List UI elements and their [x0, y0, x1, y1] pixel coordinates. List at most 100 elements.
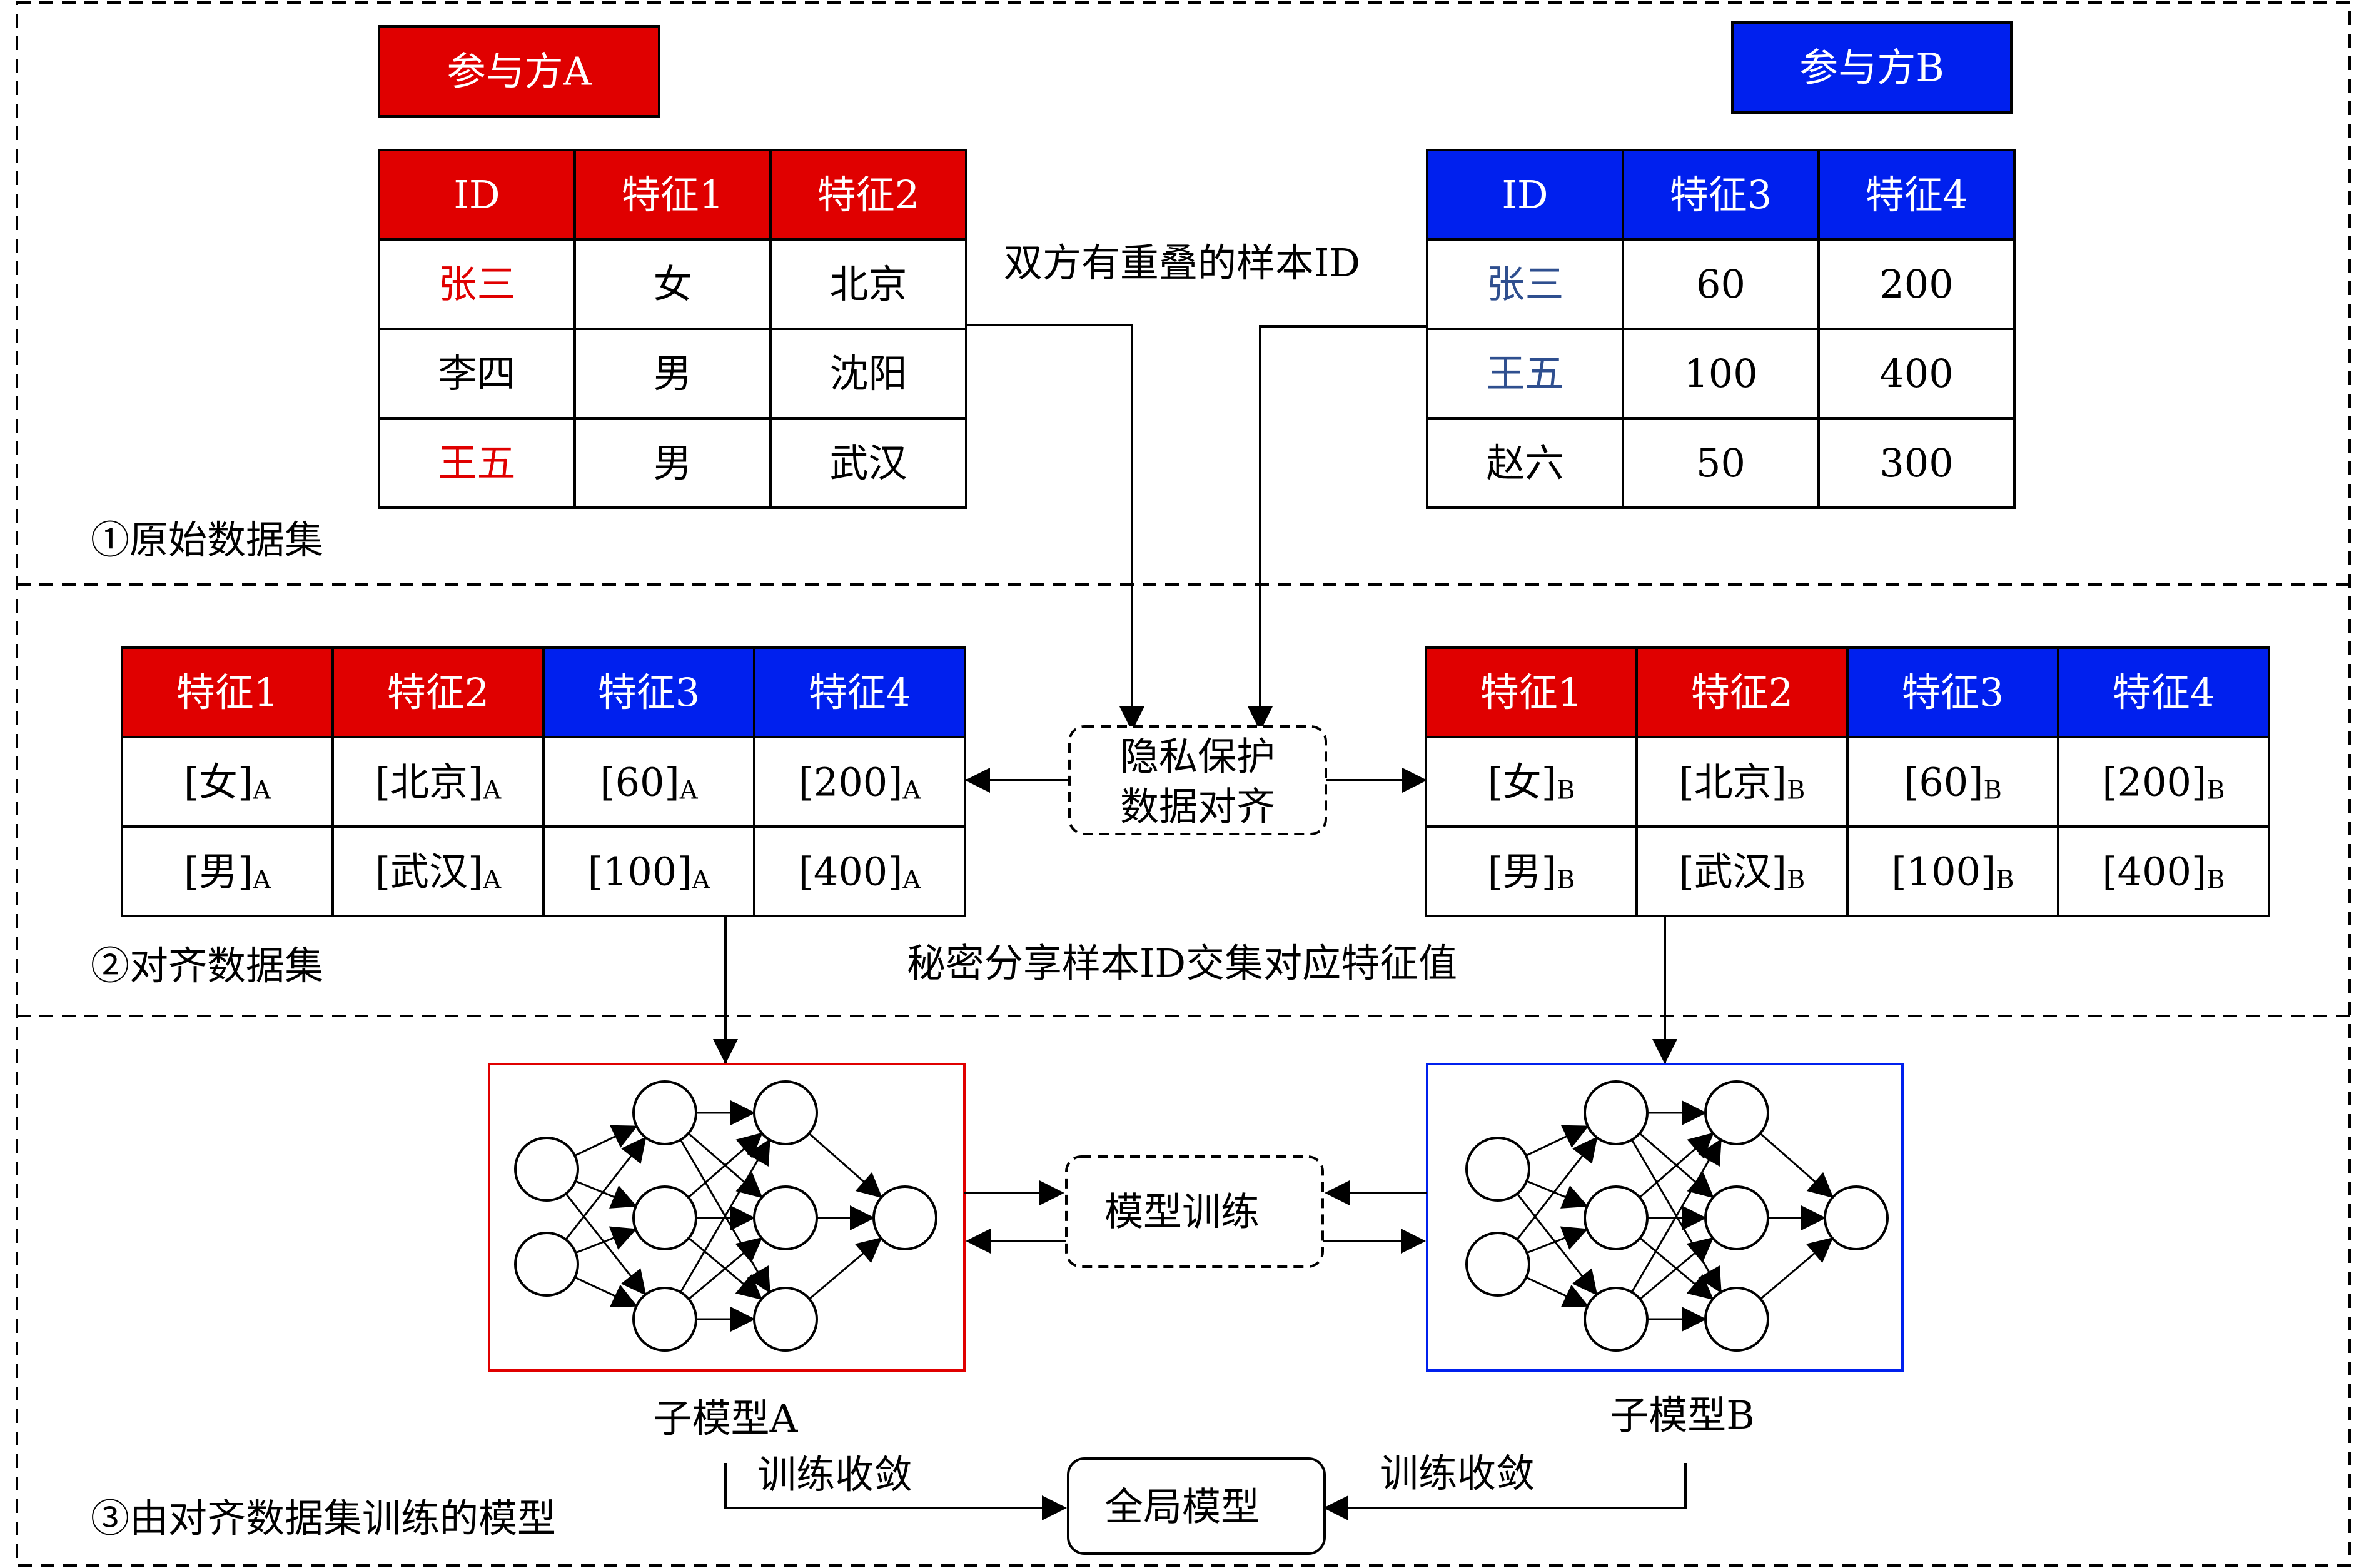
global-model-box: 全局模型	[1067, 1457, 1326, 1555]
table-cell	[1425, 825, 1638, 917]
share-value: 男	[199, 848, 238, 894]
feature-value: 男	[653, 351, 692, 396]
bracket-close: ]	[1542, 848, 1557, 894]
arrow-submodel-b-to-global	[1323, 1463, 1687, 1520]
share-subscript: A	[691, 866, 710, 895]
table-cell	[2057, 825, 2270, 917]
share-subscript: B	[2206, 866, 2225, 895]
share-subscript: B	[1983, 776, 2001, 805]
sample-id: 王五	[1486, 351, 1563, 396]
sample-id: 张三	[1486, 261, 1563, 307]
header-cell	[121, 646, 334, 738]
feature-value: 沈阳	[829, 351, 907, 396]
bracket-open: [	[600, 759, 615, 805]
nn-connection	[1516, 1136, 1598, 1240]
bracket-open: [	[1891, 848, 1906, 894]
bracket-close: ]	[677, 848, 692, 894]
share-subscript: A	[679, 776, 699, 805]
header-cell	[378, 149, 576, 241]
feature-value: 女	[653, 261, 692, 307]
submodel-b-network	[1465, 1080, 1889, 1352]
secret-share-value: [女]B	[1488, 759, 1575, 805]
header-label: ID	[1502, 172, 1548, 218]
share-value: 武汉	[1694, 848, 1772, 894]
submodel-b-label: 子模型B	[1610, 1392, 1755, 1438]
secret-share-note: 秘密分享样本ID交集对应特征值	[907, 940, 1457, 986]
share-subscript: B	[1787, 776, 1805, 805]
table-cell	[1817, 417, 2016, 509]
feature-value: 武汉	[829, 440, 907, 486]
table-cell	[1426, 238, 1624, 330]
nn-node	[632, 1185, 697, 1250]
share-value: 200	[2118, 759, 2191, 805]
header-label: 特征3	[1902, 670, 2004, 715]
section-1-label: ①原始数据集	[91, 517, 323, 563]
share-value: 北京	[390, 759, 468, 805]
nn-connection	[688, 1237, 763, 1300]
secret-share-value: [武汉]B	[1679, 848, 1806, 895]
header-cell	[1846, 646, 2059, 738]
section-3-label: ③由对齐数据集训练的模型	[91, 1495, 556, 1541]
nn-node	[1465, 1137, 1530, 1202]
table-cell	[542, 825, 755, 917]
table-cell	[1817, 238, 2016, 330]
party-a-label: 参与方A	[447, 49, 592, 94]
bracket-close: ]	[2191, 759, 2206, 805]
nn-node	[632, 1287, 697, 1352]
party-a-badge-bg	[378, 25, 660, 118]
share-subscript: B	[1996, 866, 2014, 895]
feature-value: 60	[1696, 261, 1745, 307]
share-subscript: A	[482, 866, 502, 895]
table-cell	[378, 417, 576, 509]
bracket-open: [	[2102, 759, 2117, 805]
nn-connection	[1525, 1276, 1589, 1307]
table-cell	[1622, 328, 1820, 420]
nn-node	[1584, 1287, 1649, 1352]
party-a-badge: 参与方A	[378, 25, 660, 118]
party-b-badge: 参与方B	[1731, 21, 2013, 114]
share-value: 100	[1907, 848, 1981, 894]
header-cell	[769, 149, 967, 241]
header-cell	[1426, 149, 1624, 241]
bracket-close: ]	[1772, 848, 1787, 894]
bracket-open: [	[375, 759, 390, 805]
nn-connection	[1759, 1132, 1834, 1199]
nn-connection	[1527, 1226, 1589, 1254]
converge-right-label: 训练收敛	[1380, 1450, 1535, 1496]
nn-node	[753, 1080, 818, 1145]
submodel-a-network	[514, 1080, 937, 1352]
nn-connection	[575, 1226, 637, 1254]
header-label: 特征3	[598, 670, 700, 715]
nn-connection	[1525, 1125, 1589, 1157]
header-label: 特征1	[622, 172, 724, 218]
overlap-note: 双方有重叠的样本ID	[1004, 240, 1360, 286]
header-cell	[1622, 149, 1820, 241]
share-value: 北京	[1694, 759, 1772, 805]
nn-node	[753, 1287, 818, 1352]
nn-connection	[1760, 1237, 1834, 1300]
secret-share-value: [女]A	[184, 759, 271, 805]
secret-share-value: [100]A	[588, 848, 711, 895]
bracket-close: ]	[1542, 759, 1557, 805]
bracket-open: [	[1488, 759, 1503, 805]
header-label: 特征3	[1670, 172, 1772, 218]
bracket-open: [	[184, 848, 199, 894]
bracket-open: [	[184, 759, 199, 805]
share-subscript: A	[482, 776, 502, 805]
bracket-close: ]	[665, 759, 680, 805]
feature-value: 200	[1879, 261, 1953, 307]
party-b-badge-bg	[1731, 21, 2013, 114]
share-subscript: A	[902, 776, 921, 805]
bracket-open: [	[1488, 848, 1503, 894]
bracket-close: ]	[238, 759, 253, 805]
model-training-box: 模型训练	[1065, 1155, 1324, 1268]
bracket-close: ]	[1981, 848, 1996, 894]
header-label: 特征2	[1691, 670, 1793, 715]
arrow-submodel-a-to-global	[724, 1463, 1067, 1520]
nn-node	[514, 1137, 579, 1202]
secret-share-value: [60]A	[600, 759, 698, 805]
secret-share-value: [男]A	[184, 848, 271, 895]
converge-left-label: 训练收敛	[757, 1452, 912, 1497]
bracket-close: ]	[468, 848, 483, 894]
